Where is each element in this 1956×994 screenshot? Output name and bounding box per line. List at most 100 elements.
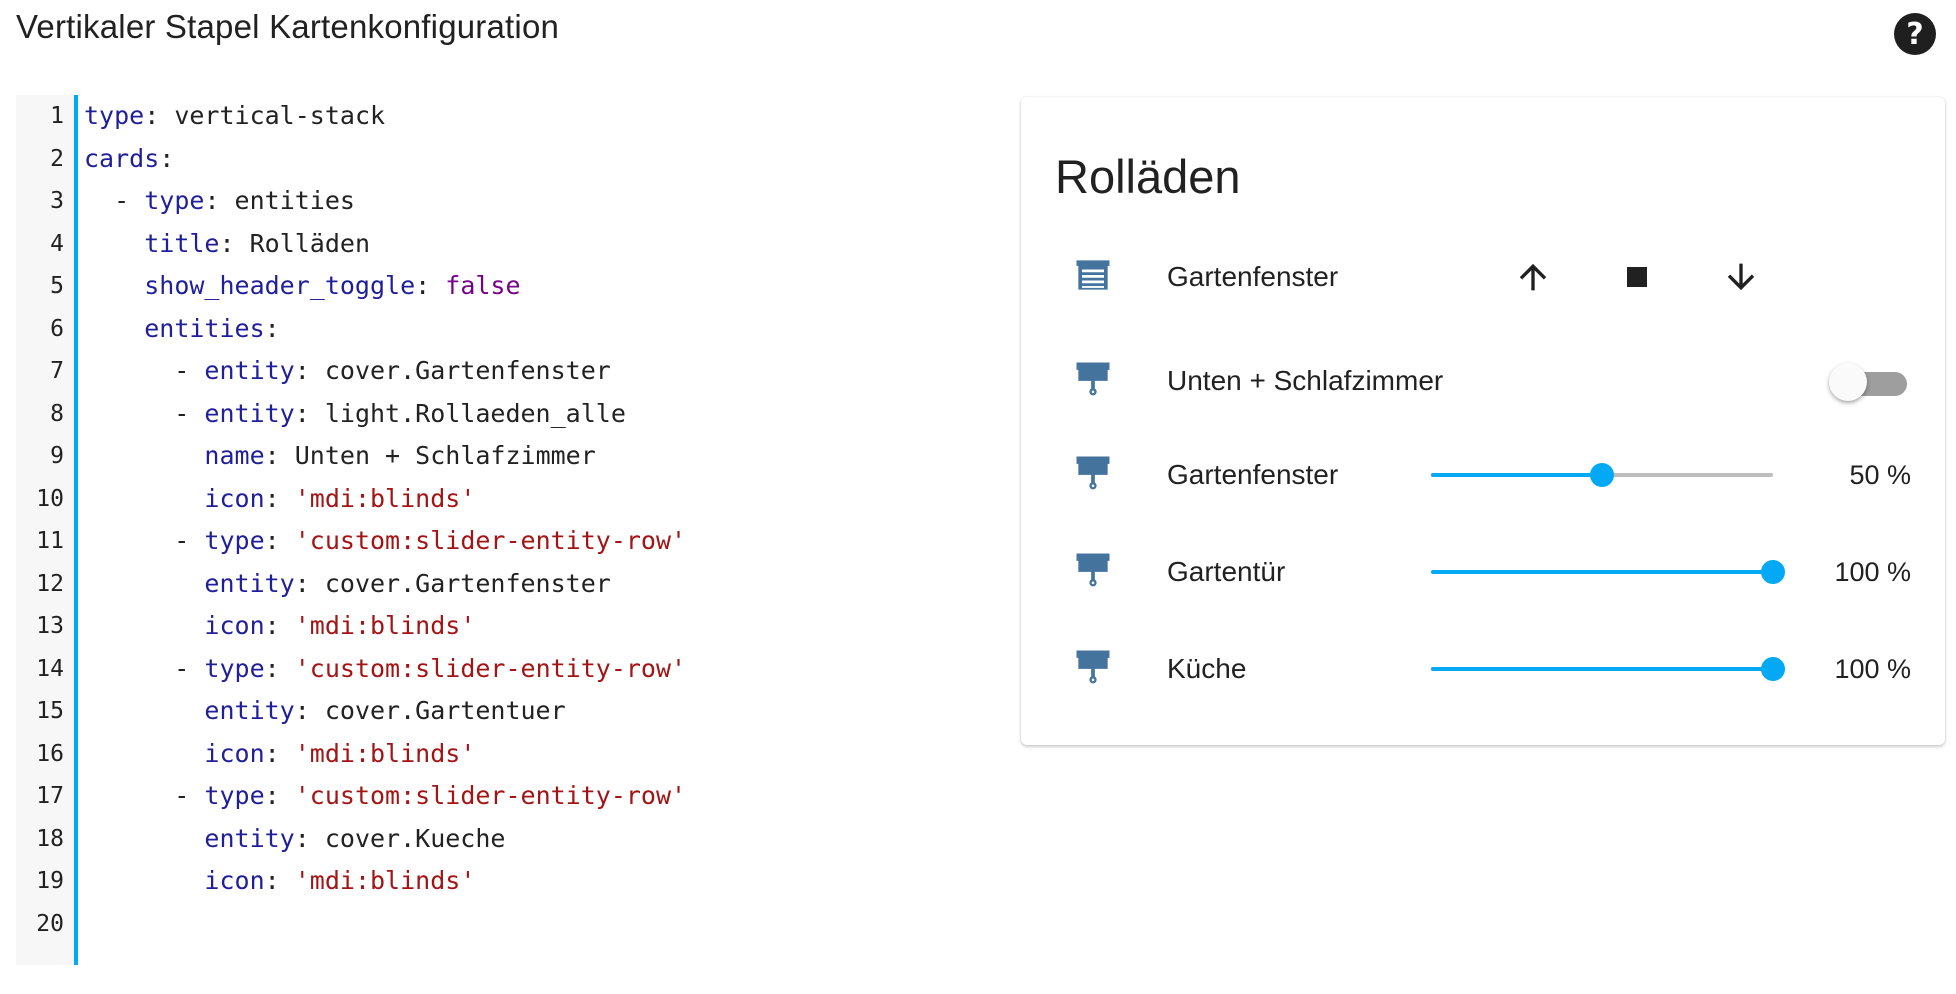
line-number: 12 (36, 570, 64, 597)
code-line[interactable]: - entity: cover.Gartenfenster (84, 350, 964, 393)
code-line[interactable]: - type: 'custom:slider-entity-row' (84, 520, 964, 563)
code-line[interactable]: - type: 'custom:slider-entity-row' (84, 648, 964, 691)
slider-fill (1431, 473, 1602, 477)
code-line[interactable]: type: vertical-stack (84, 95, 964, 138)
position-slider[interactable] (1431, 653, 1785, 685)
code-token: : (264, 653, 295, 683)
line-number: 6 (50, 315, 64, 342)
code-token (84, 824, 204, 853)
code-line[interactable]: entities: (84, 308, 964, 351)
code-token: : (264, 313, 280, 343)
slider-knob[interactable] (1590, 463, 1614, 487)
code-token: : (159, 143, 175, 173)
position-slider[interactable] (1431, 459, 1773, 491)
code-token (84, 271, 144, 300)
code-token: entity (204, 696, 295, 725)
code-line[interactable]: entity: cover.Gartentuer (84, 690, 964, 733)
line-number: 16 (36, 740, 64, 767)
code-token: : (264, 441, 295, 470)
line-number: 9 (50, 443, 64, 469)
entity-row-toggle[interactable]: Unten + Schlafzimmer (1021, 341, 1945, 421)
code-token: type (144, 186, 205, 215)
code-token: : (264, 866, 295, 895)
code-token: : (204, 186, 235, 215)
position-slider[interactable] (1431, 556, 1785, 588)
slider-knob[interactable] (1761, 560, 1785, 584)
line-number: 18 (36, 825, 64, 852)
code-line[interactable]: - type: 'custom:slider-entity-row' (84, 775, 964, 818)
slider-fill (1431, 570, 1773, 574)
line-number: 1 (50, 103, 64, 129)
entity-row-slider: Gartentür 100 % (1021, 532, 1945, 612)
code-token (84, 739, 204, 768)
code-line[interactable] (84, 903, 964, 946)
code-token (84, 569, 204, 598)
code-token: icon (204, 483, 265, 513)
entity-label: Gartenfenster (1167, 261, 1339, 292)
code-token: light.Rollaeden_alle (324, 398, 626, 428)
code-token: : (415, 271, 446, 300)
code-line[interactable]: - type: entities (84, 180, 964, 223)
code-token: - (84, 398, 205, 428)
blinds-icon (1076, 362, 1110, 396)
entity-row-slider: Küche 100 % (1021, 629, 1945, 709)
arrow-up-icon[interactable] (1509, 253, 1557, 301)
code-token (84, 441, 204, 470)
code-token: type (204, 653, 265, 683)
code-token: entity (204, 398, 295, 428)
help-icon[interactable]: ? (1894, 13, 1936, 55)
stop-icon[interactable] (1613, 253, 1661, 301)
code-token (84, 696, 204, 725)
slider-value: 100 % (1834, 557, 1911, 587)
code-token: vertical-stack (174, 101, 386, 130)
slider-knob[interactable] (1761, 657, 1785, 681)
code-token: - (84, 526, 205, 555)
code-token (84, 484, 204, 513)
blinds-icon (1076, 553, 1110, 587)
code-token: : (294, 568, 325, 598)
code-line[interactable]: - entity: light.Rollaeden_alle (84, 393, 964, 436)
code-token: 'mdi:blinds' (294, 611, 476, 640)
line-number: 8 (50, 400, 64, 427)
line-number: 20 (36, 910, 64, 937)
code-token: entity (204, 568, 295, 598)
code-line[interactable]: entity: cover.Kueche (84, 818, 964, 861)
window-shutter-icon (1076, 260, 1110, 290)
code-line[interactable]: cards: (84, 138, 964, 181)
code-line[interactable]: name: Unten + Schlafzimmer (84, 435, 964, 478)
code-line[interactable]: icon: 'mdi:blinds' (84, 478, 964, 521)
entity-label: Unten + Schlafzimmer (1167, 365, 1444, 396)
entity-row-cover[interactable]: Gartenfenster (1021, 237, 1945, 317)
code-token: Unten + Schlafzimmer (294, 441, 596, 470)
code-token (84, 866, 204, 895)
code-token: 'custom:slider-entity-row' (294, 526, 687, 555)
code-token: name (204, 441, 265, 470)
code-line[interactable]: icon: 'mdi:blinds' (84, 733, 964, 776)
code-token: false (445, 271, 521, 300)
code-line[interactable]: title: Rolläden (84, 223, 964, 266)
entity-row-slider: Gartenfenster 50 % (1021, 435, 1945, 515)
code-token: icon (204, 738, 265, 768)
line-number: 4 (50, 230, 64, 257)
code-token (84, 314, 144, 343)
line-number: 14 (36, 655, 64, 682)
code-token: : (294, 823, 325, 853)
toggle-switch[interactable] (1829, 363, 1919, 403)
line-number: 5 (50, 273, 64, 299)
code-token (84, 611, 204, 640)
entity-label: Gartenfenster (1167, 459, 1339, 490)
code-token: 'custom:slider-entity-row' (294, 653, 687, 683)
toggle-thumb (1829, 363, 1867, 401)
code-line[interactable]: entity: cover.Gartenfenster (84, 563, 964, 606)
code-line[interactable]: icon: 'mdi:blinds' (84, 605, 964, 648)
code-token: entity (204, 823, 295, 853)
blinds-icon (1076, 456, 1110, 490)
code-token: 'mdi:blinds' (294, 483, 476, 513)
code-token: : (294, 356, 325, 385)
arrow-down-icon[interactable] (1717, 253, 1765, 301)
slider-value: 100 % (1834, 654, 1911, 684)
code-line[interactable]: show_header_toggle: false (84, 265, 964, 308)
code-line[interactable]: icon: 'mdi:blinds' (84, 860, 964, 903)
